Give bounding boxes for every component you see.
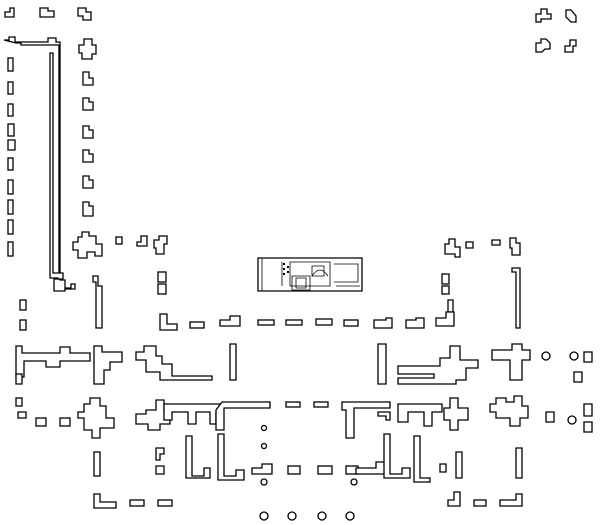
top-right-ornaments [535, 8, 577, 53]
lower-wing [15, 395, 593, 450]
middle-wing [15, 343, 593, 385]
left-corner-pavilion [19, 231, 168, 331]
central-pavilion [257, 257, 363, 292]
left-long-wing [3, 36, 97, 292]
left-bay-blocks [82, 71, 94, 217]
top-left-ornaments [4, 7, 92, 21]
left-window-column [7, 57, 16, 257]
courtyard-blocks-row [159, 311, 455, 331]
bottom-wing [93, 433, 523, 486]
right-corner-pavilion [441, 237, 521, 329]
bottom-edge [93, 491, 523, 521]
